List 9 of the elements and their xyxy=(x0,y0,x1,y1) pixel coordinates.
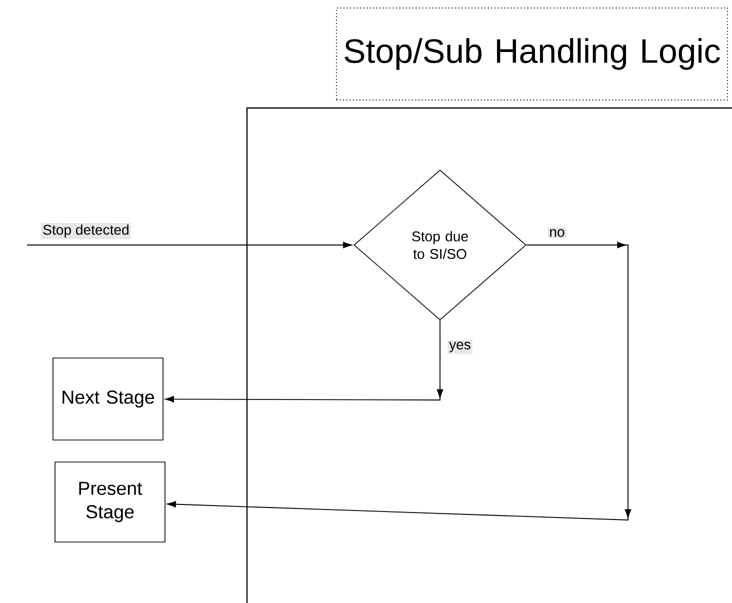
process-box: Present Stage xyxy=(54,462,166,542)
edge-label: yes xyxy=(448,340,472,354)
arrow xyxy=(167,242,632,520)
arrow xyxy=(165,320,444,402)
edge-label: no xyxy=(548,228,566,238)
arrow xyxy=(26,242,352,248)
title-box: Stop/Sub Handling Logic xyxy=(336,8,728,100)
edge-label: Stop detected xyxy=(41,223,131,239)
process-box: Next Stage xyxy=(52,358,164,440)
